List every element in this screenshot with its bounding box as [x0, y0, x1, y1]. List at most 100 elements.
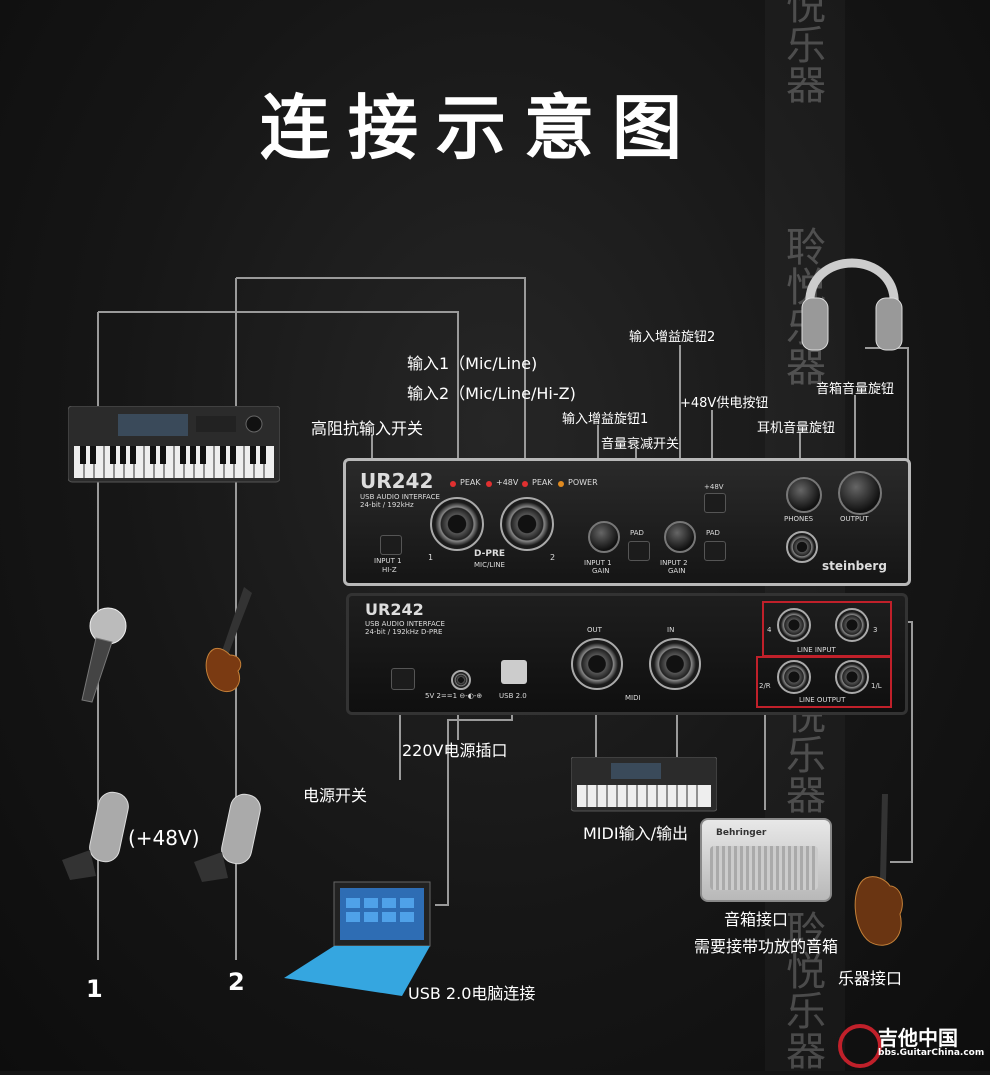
line-output-2r-jack[interactable]: [777, 660, 811, 694]
line-input-highlight: [762, 601, 892, 657]
front-48v-led-label: +48V: [496, 478, 519, 487]
rear-l2r: 2/R: [759, 682, 771, 690]
chain-number-1: 1: [86, 975, 103, 1003]
front-n1: 1: [428, 553, 434, 562]
front-pad2: PAD: [706, 529, 720, 537]
front-plus48: +48V: [704, 483, 724, 491]
front-gain1: GAIN: [592, 567, 610, 575]
condenser-mic-2-image: [194, 793, 261, 882]
guitar-image: [205, 587, 252, 693]
line-input-4-jack[interactable]: [777, 608, 811, 642]
logo-g-icon: [838, 1024, 882, 1068]
interface-rear-panel: UR242 USB AUDIO INTERFACE 24-bit / 192kH…: [346, 593, 908, 715]
interface-front-panel: UR242 USB AUDIO INTERFACE 24-bit / 192kH…: [343, 458, 911, 586]
front-peak1: PEAK: [460, 478, 481, 487]
front-input1-btn: INPUT 1: [374, 557, 402, 565]
rear-sub2: 24-bit / 192kHz D-PRE: [365, 628, 443, 636]
power-led: [558, 481, 564, 487]
front-output: OUTPUT: [840, 515, 869, 523]
speaker-brand: Behringer: [716, 828, 767, 838]
front-hiz: HI-Z: [382, 566, 397, 574]
rear-line-input: LINE INPUT: [797, 646, 836, 654]
watermark-bottom: 聆悦乐器: [786, 909, 826, 1075]
front-sub1: USB AUDIO INTERFACE: [360, 493, 440, 501]
peak1-led: [450, 481, 456, 487]
output-knob[interactable]: [838, 471, 882, 515]
logo-main: 吉他中国: [878, 1026, 958, 1050]
input1-combo-jack[interactable]: [430, 497, 484, 551]
rear-r3: 3: [873, 626, 878, 634]
label-power-switch: 电源开关: [303, 786, 368, 805]
front-brand: steinberg: [822, 559, 887, 573]
label-usb: USB 2.0电脑连接: [408, 984, 536, 1003]
front-pad1: PAD: [630, 529, 644, 537]
midi-out-port[interactable]: [571, 638, 623, 690]
wire-chain-1: [98, 311, 459, 480]
usb-port[interactable]: [501, 660, 527, 684]
rear-midi-out: OUT: [587, 626, 602, 634]
rear-line-output: LINE OUTPUT: [799, 696, 846, 704]
power-switch[interactable]: [391, 668, 415, 690]
front-gain2: GAIN: [668, 567, 686, 575]
microphone-image: [81, 607, 127, 703]
front-input1-gain: INPUT 1: [584, 559, 612, 567]
label-gain2: 输入增益旋钮2: [629, 330, 716, 345]
label-power-socket: 220V电源插口: [402, 741, 508, 760]
front-peak2: PEAK: [532, 478, 553, 487]
label-output-vol: 音箱音量旋钮: [816, 382, 895, 397]
phones-jack[interactable]: [786, 531, 818, 563]
line-input-3-jack[interactable]: [835, 608, 869, 642]
rear-midi-in: IN: [667, 626, 675, 634]
pad1-button[interactable]: [628, 541, 650, 561]
line-output-highlight: [756, 656, 892, 708]
chain-number-2: 2: [228, 968, 245, 996]
label-gain1: 输入增益旋钮1: [562, 412, 649, 427]
dc-power-socket[interactable]: [451, 670, 471, 690]
rear-l4: 4: [767, 626, 772, 634]
wire-chain-2: [236, 277, 526, 480]
front-micline: MIC/LINE: [474, 561, 505, 569]
label-input1: 输入1（Mic/Line): [407, 354, 538, 373]
label-phantom-note: (+48V): [128, 826, 200, 850]
gain1-knob[interactable]: [588, 521, 620, 553]
rear-midi: MIDI: [625, 694, 641, 702]
phantom-power-button[interactable]: [704, 493, 726, 513]
label-pad: 音量衰减开关: [601, 437, 680, 452]
rear-model: UR242: [365, 600, 424, 619]
label-speaker1: 音箱接口: [724, 910, 789, 929]
rear-usb: USB 2.0: [499, 692, 527, 700]
peak2-led: [522, 481, 528, 487]
label-instrument: 乐器接口: [838, 969, 903, 988]
pad2-button[interactable]: [704, 541, 726, 561]
phantom-led: [486, 481, 492, 487]
label-hiz-switch: 高阻抗输入开关: [311, 419, 424, 438]
tablet-computer-image: [284, 881, 431, 996]
label-midi: MIDI输入/输出: [583, 824, 688, 843]
rear-l1l: 1/L: [871, 682, 882, 690]
page-title: 连接示意图: [260, 87, 700, 169]
midi-in-port[interactable]: [649, 638, 701, 690]
front-dpre: D-PRE: [474, 549, 506, 559]
rear-sub1: USB AUDIO INTERFACE: [365, 620, 445, 628]
phones-knob[interactable]: [786, 477, 822, 513]
watermark-top: 悦乐器: [786, 0, 826, 109]
condenser-mic-1-image: [62, 791, 129, 880]
front-sub2: 24-bit / 192kHz: [360, 501, 414, 509]
label-phones-vol: 耳机音量旋钮: [757, 421, 836, 436]
hiz-button[interactable]: [380, 535, 402, 555]
speaker-image: Behringer: [700, 818, 832, 902]
logo-sub: bbs.GuitarChina.com: [878, 1048, 985, 1058]
electric-guitar-image: [854, 794, 903, 946]
line-output-1l-jack[interactable]: [835, 660, 869, 694]
midi-keyboard-image: [571, 757, 717, 812]
label-input2: 输入2（Mic/Line/Hi-Z): [407, 384, 576, 403]
label-phantom: +48V供电按钮: [680, 396, 769, 411]
speaker-grille: [710, 846, 818, 890]
front-input2-gain: INPUT 2: [660, 559, 688, 567]
front-phones: PHONES: [784, 515, 814, 523]
gain2-knob[interactable]: [664, 521, 696, 553]
front-power: POWER: [568, 478, 598, 487]
headphones-image: [801, 258, 903, 351]
front-n2: 2: [550, 553, 556, 562]
input2-combo-jack[interactable]: [500, 497, 554, 551]
